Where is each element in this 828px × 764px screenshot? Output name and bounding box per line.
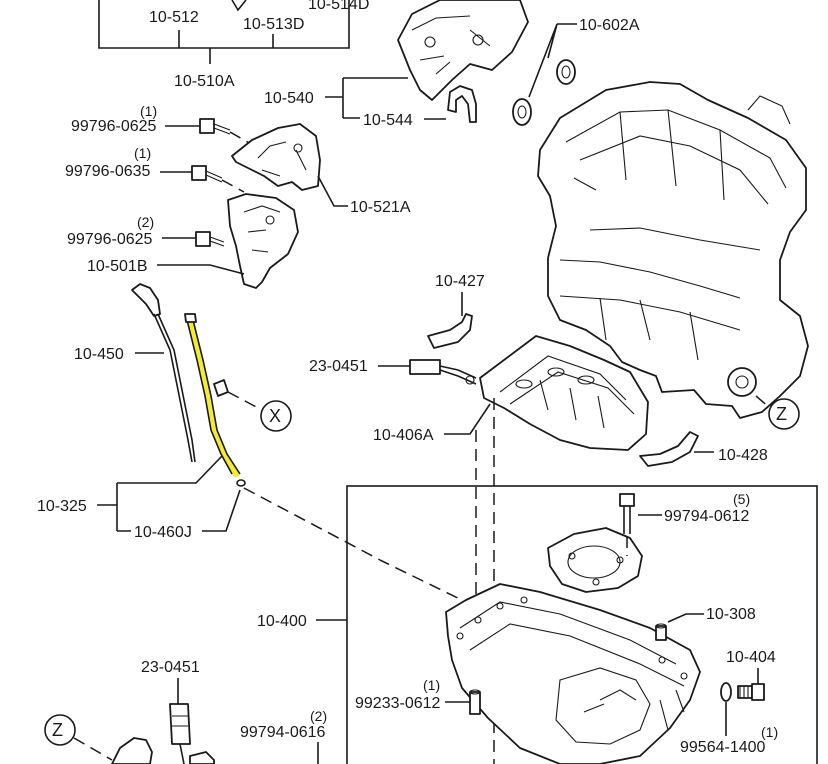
upper-timing-cover-drawing xyxy=(397,0,529,123)
part-label-10-427: 10-427 xyxy=(435,273,485,290)
oil-pan-drawing xyxy=(445,583,701,764)
qty-99564-1400: (1) xyxy=(761,724,778,740)
reference-marker-x: X xyxy=(260,400,292,432)
part-label-10-308: 10-308 xyxy=(706,606,756,623)
dipstick-guide-tube-drawing-highlighted xyxy=(184,313,263,487)
part-label-10-325: 10-325 xyxy=(37,498,87,515)
z-left-dashed-guide xyxy=(73,737,113,761)
stud-99233-0612-drawing xyxy=(469,689,481,715)
part-label-10-512: 10-512 xyxy=(149,9,199,26)
part-label-23-0451-top: 23-0451 xyxy=(309,358,368,375)
marker-letter-z-right: Z xyxy=(776,404,787,424)
part-label-10-501B: 10-501B xyxy=(87,258,148,275)
part-label-10-540: 10-540 xyxy=(264,90,314,107)
label-group-10-540-10-544: 10-540 10-544 xyxy=(264,77,446,129)
engine-block-drawing xyxy=(537,81,809,419)
reference-marker-z-left: Z xyxy=(44,714,76,746)
bolt-callouts-left: (1) 99796-0625 (1) 99796-0635 (2) 99796-… xyxy=(65,103,259,248)
part-label-10-602A: 10-602A xyxy=(579,17,640,34)
qty-99794-0616: (2) xyxy=(310,708,327,724)
oil-pan-baffle-drawing xyxy=(479,335,649,451)
part-label-10-514D: 10-514D xyxy=(308,0,369,13)
part-label-10-400: 10-400 xyxy=(257,613,307,630)
qty-99796-0625-b: (2) xyxy=(137,214,154,230)
oil-pan-gasket-drawing xyxy=(547,527,643,593)
oil-strainer-bottom-drawing xyxy=(111,703,215,764)
drain-plug-10-404-drawing xyxy=(720,682,765,702)
reference-marker-z-right: Z xyxy=(768,398,800,430)
part-label-10-460J: 10-460J xyxy=(134,524,192,541)
timing-belt-cover-bracket-group: 10-512 10-513D 10-514D 10-510A xyxy=(98,0,369,90)
dowel-10-308-drawing xyxy=(655,623,667,641)
part-label-10-450: 10-450 xyxy=(74,346,124,363)
bracket-10-428-drawing xyxy=(639,431,699,467)
part-label-99233-0612: 99233-0612 xyxy=(355,695,441,712)
part-label-99794-0612: 99794-0612 xyxy=(664,508,750,525)
marker-letter-z-left: Z xyxy=(52,720,63,740)
part-label-99796-0625-b: 99796-0625 xyxy=(67,231,153,248)
marker-letter-x: X xyxy=(269,406,281,426)
part-label-10-544: 10-544 xyxy=(363,112,413,129)
oil-dipstick-drawing xyxy=(131,283,196,463)
dipstick-tube-dashed-guide xyxy=(243,487,471,605)
part-label-99796-0625-a: 99796-0625 xyxy=(71,118,157,135)
part-label-99794-0616: 99794-0616 xyxy=(240,724,326,741)
part-label-99796-0635: 99796-0635 xyxy=(65,163,151,180)
middle-timing-cover-drawing xyxy=(231,123,321,191)
label-group-10-325-10-460J: 10-325 10-460J xyxy=(37,455,241,541)
part-label-10-428: 10-428 xyxy=(718,447,768,464)
oil-strainer-drawing xyxy=(409,359,477,385)
oil-pan-detail-box xyxy=(346,485,818,764)
bracket-10-427-drawing xyxy=(427,313,473,349)
part-label-10-406A: 10-406A xyxy=(373,427,434,444)
part-label-10-513D: 10-513D xyxy=(243,16,304,33)
part-label-10-510A: 10-510A xyxy=(174,73,235,90)
qty-99796-0635: (1) xyxy=(134,145,151,161)
qty-99794-0612: (5) xyxy=(733,491,750,507)
bolt-99794-0612-drawing xyxy=(619,493,635,556)
qty-99233-0612: (1) xyxy=(423,677,440,693)
qty-99796-0625-a: (1) xyxy=(140,103,157,119)
oil-seal-group-10-602A: 10-602A xyxy=(512,17,640,126)
lower-timing-cover-drawing xyxy=(227,193,299,289)
part-label-10-521A: 10-521A xyxy=(350,199,411,216)
part-label-10-404: 10-404 xyxy=(726,649,776,666)
part-label-99564-1400: 99564-1400 xyxy=(680,739,766,756)
part-label-23-0451-bottom: 23-0451 xyxy=(141,659,200,676)
